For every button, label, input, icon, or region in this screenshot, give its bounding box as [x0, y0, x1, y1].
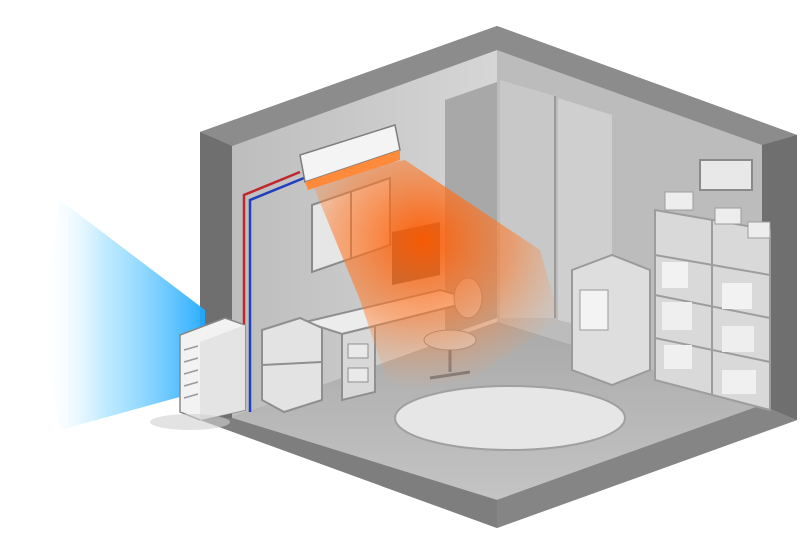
cool-airflow-icon: [40, 200, 205, 430]
front-cut-edge-left: [200, 418, 497, 528]
wall-mounted-ac-icon: [299, 124, 401, 190]
bookshelf: [654, 191, 771, 412]
storage-boxes: [261, 316, 323, 414]
outdoor-heat-pump-icon: [150, 317, 246, 430]
floor-rug: [394, 385, 626, 451]
wall-picture: [699, 159, 753, 191]
cabinet: [571, 253, 651, 387]
front-cut-edge-right: [497, 405, 797, 528]
room-top-rim: [200, 26, 797, 146]
warm-airflow-icon: [310, 160, 560, 390]
